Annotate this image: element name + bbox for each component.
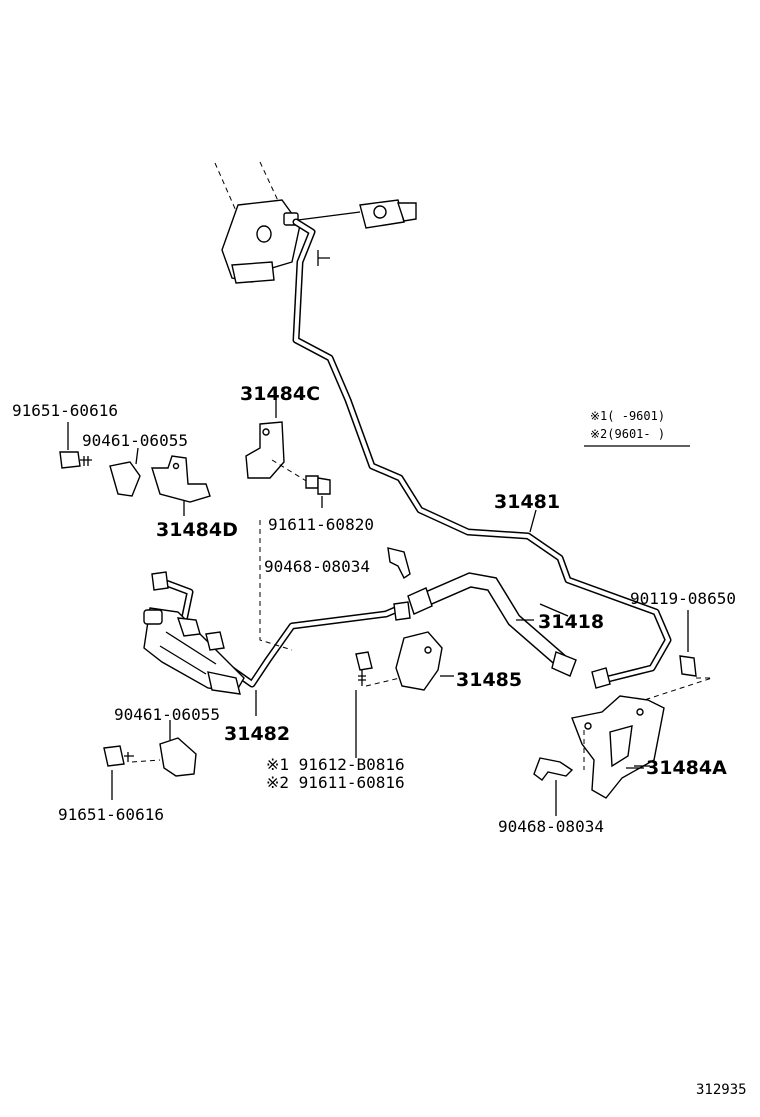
label-31485: 31485: [456, 669, 522, 691]
pipe-31481: [292, 218, 672, 689]
label-clamp-90461-top: 90461-06055: [82, 431, 188, 450]
label-bolt-90119: 90119-08650: [630, 589, 736, 608]
leader-lines: [255, 509, 650, 767]
label-note1-part: ※1 91612-B0816: [266, 755, 405, 774]
clip-90468-right: [533, 757, 574, 816]
label-bolt-91651-bottom: 91651-60616: [58, 805, 164, 824]
clip-90468-left: [387, 547, 411, 580]
diagram-number: 312935: [696, 1082, 747, 1098]
bracket-31485: [355, 631, 454, 758]
pipe-31482: [151, 571, 411, 688]
label-clip-90468-right: 90468-08034: [498, 817, 604, 836]
applicability-legend: ※1( -9601) ※2(9601- ): [584, 409, 690, 447]
hose-31418: [407, 572, 577, 677]
bracket-31484A: [571, 610, 713, 799]
label-clamp-90461-bottom: 90461-06055: [114, 705, 220, 724]
label-31484D: 31484D: [156, 519, 238, 541]
legend-line-1: ※1( -9601): [590, 409, 665, 423]
slave-cylinder: [143, 607, 245, 695]
label-31484C: 31484C: [240, 383, 320, 405]
label-note2-part: ※2 91611-60816: [266, 773, 405, 792]
bracket-31484C: [245, 400, 331, 651]
master-cylinder-assembly: [214, 161, 417, 284]
upper-left-fasteners: [59, 422, 211, 516]
label-31484A: 31484A: [646, 757, 727, 779]
label-clip-90468-left: 90468-08034: [264, 557, 370, 576]
label-31481: 31481: [494, 491, 560, 513]
label-31482: 31482: [224, 723, 290, 745]
legend-line-2: ※2(9601- ): [590, 427, 665, 441]
label-bolt-91611-60820: 91611-60820: [268, 515, 374, 534]
label-31418: 31418: [538, 611, 604, 633]
lower-left-fasteners: [103, 720, 197, 800]
label-bolt-91651-top: 91651-60616: [12, 401, 118, 420]
